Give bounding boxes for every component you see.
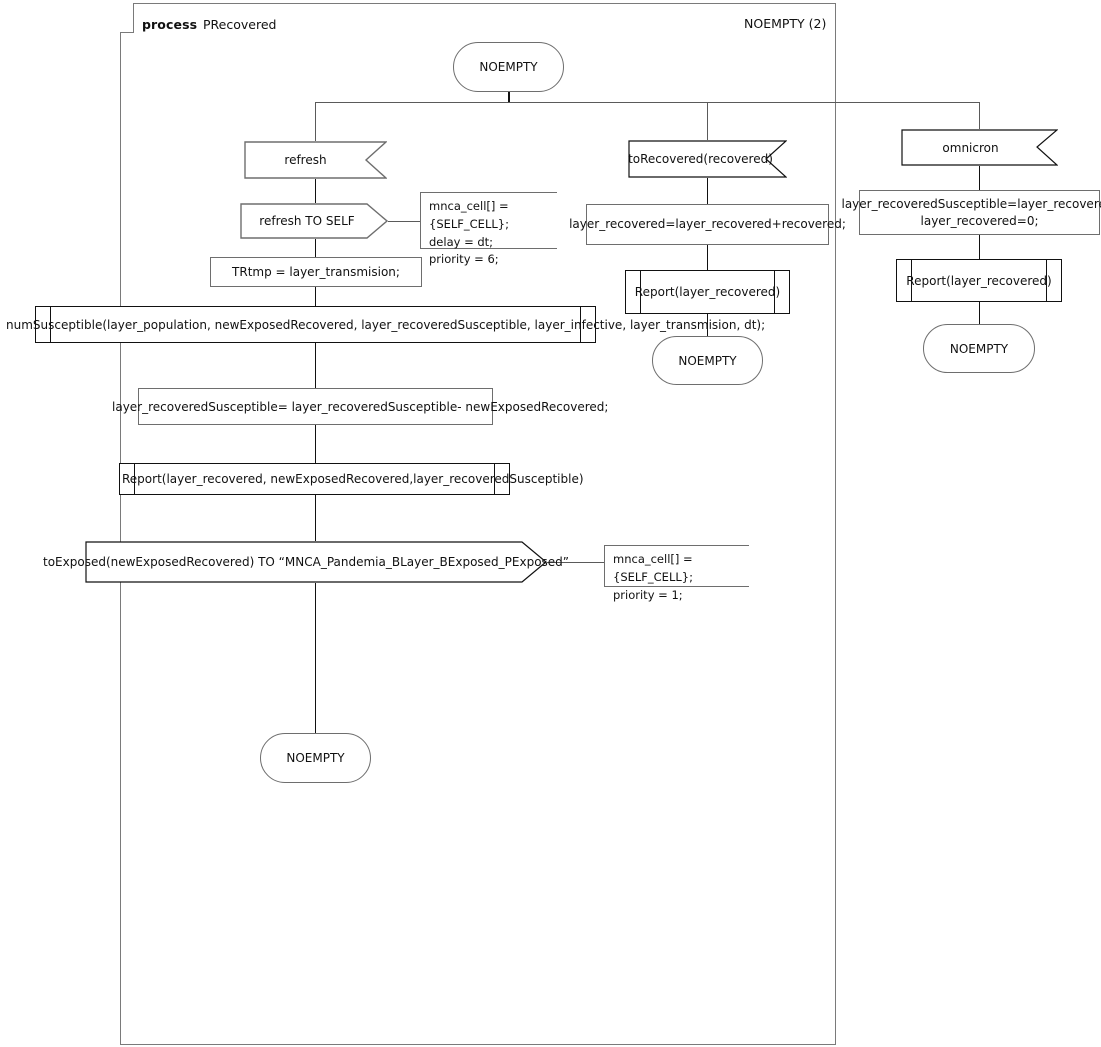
- connector-omnicron-to-task: [979, 166, 981, 190]
- comment-toexposed: mnca_cell[] = {SELF_CELL}; priority = 1;: [604, 545, 749, 602]
- end-state-noempty-torecovered[interactable]: NOEMPTY: [652, 336, 763, 385]
- input-signal-omnicron[interactable]: omnicron: [901, 129, 1058, 166]
- input-signal-omnicron-label: omnicron: [942, 140, 999, 155]
- connector-proc-to-task: [315, 343, 317, 388]
- end-state-noempty-omnicron-label: NOEMPTY: [949, 341, 1009, 356]
- comment-refresh-to-self: mnca_cell[] = {SELF_CELL}; delay = dt; p…: [420, 192, 557, 266]
- connector-torecovered-to-task: [707, 178, 709, 204]
- process-keyword: process: [142, 17, 198, 32]
- state-count-label: NOEMPTY (2): [744, 16, 827, 31]
- input-signal-torecovered-label: toRecovered(recovered): [628, 152, 773, 166]
- procedure-call-report-right-label: Report(layer_recovered): [906, 273, 1052, 288]
- output-signal-refresh-to-self[interactable]: refresh TO SELF: [240, 203, 388, 239]
- end-state-noempty-omnicron[interactable]: NOEMPTY: [923, 324, 1035, 373]
- connector-refresh-drop: [315, 102, 317, 141]
- input-signal-torecovered[interactable]: toRecovered(recovered): [628, 140, 787, 178]
- output-signal-toexposed-label: toExposed(newExposedRecovered) TO “MNCA_…: [43, 555, 570, 569]
- task-omnicron-reset-label: layer_recoveredSusceptible=layer_recover…: [841, 197, 1101, 228]
- connector-report-to-end-mid: [707, 314, 709, 336]
- connector-start-stem: [508, 92, 510, 103]
- input-signal-refresh-label: refresh: [284, 153, 327, 167]
- output-signal-toexposed[interactable]: toExposed(newExposedRecovered) TO “MNCA_…: [43, 541, 569, 583]
- procedure-call-report-left[interactable]: [119, 463, 510, 495]
- connector-refresh-comment: [388, 221, 421, 223]
- start-state-label: NOEMPTY: [479, 60, 538, 74]
- page-title: PRecovered: [203, 17, 277, 32]
- end-state-noempty-refresh[interactable]: NOEMPTY: [260, 733, 371, 783]
- connector-omnicron-drop: [979, 102, 981, 129]
- connector-task-to-report: [315, 425, 317, 463]
- task-update-recovered-susceptible[interactable]: [138, 388, 493, 425]
- connector-refresh-to-output: [315, 179, 317, 203]
- connector-torecovered-drop: [707, 102, 709, 140]
- task-trtmp-label: TRtmp = layer_transmision;: [232, 264, 400, 279]
- connector-report-to-end-right: [979, 302, 981, 324]
- end-state-noempty-torecovered-label: NOEMPTY: [678, 353, 737, 368]
- procedure-call-numsusceptible[interactable]: [35, 306, 596, 343]
- task-trtmp[interactable]: TRtmp = layer_transmision;: [210, 257, 422, 287]
- connector-task-to-report-mid: [707, 245, 709, 270]
- process-frame-corner-notch: [120, 3, 134, 33]
- connector-trtmp-to-proc: [315, 287, 317, 306]
- input-signal-refresh[interactable]: refresh: [244, 141, 387, 179]
- procedure-call-report-right[interactable]: Report(layer_recovered): [896, 259, 1062, 302]
- task-omnicron-reset[interactable]: layer_recoveredSusceptible=layer_recover…: [841, 190, 1101, 235]
- task-layer-recovered-accumulate[interactable]: layer_recovered=layer_recovered+recovere…: [569, 204, 846, 245]
- task-layer-recovered-accumulate-label: layer_recovered=layer_recovered+recovere…: [569, 217, 846, 232]
- start-state-noempty[interactable]: NOEMPTY: [453, 42, 564, 92]
- procedure-call-report-middle-label: Report(layer_recovered): [634, 285, 781, 299]
- connector-report-to-toexposed: [315, 495, 317, 541]
- connector-toexposed-comment: [547, 562, 605, 564]
- connector-task-to-report-right: [979, 235, 981, 259]
- connector-toexposed-to-end-state: [315, 583, 317, 733]
- end-state-noempty-refresh-label: NOEMPTY: [286, 751, 345, 765]
- connector-output-to-trtmp: [315, 239, 317, 257]
- connector-branch-bus: [315, 102, 980, 104]
- output-signal-refresh-to-self-label: refresh TO SELF: [259, 214, 355, 228]
- procedure-call-report-middle[interactable]: Report(layer_recovered): [625, 270, 790, 314]
